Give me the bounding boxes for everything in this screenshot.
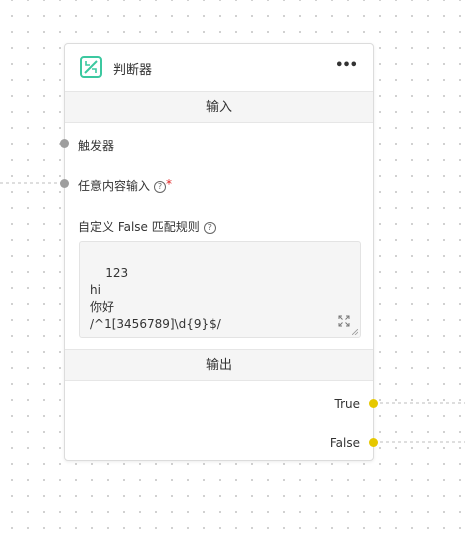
true-output-label: True bbox=[334, 397, 361, 411]
resize-grip-icon[interactable] bbox=[352, 329, 358, 335]
trigger-label: 触发器 bbox=[78, 139, 115, 153]
rules-label: 自定义 False 匹配规则 bbox=[78, 220, 200, 234]
content-input-label: 任意内容输入 bbox=[78, 179, 151, 193]
node-title: 判断器 bbox=[113, 63, 153, 78]
node-header[interactable]: 判断器 ••• bbox=[65, 44, 373, 91]
false-output-handle[interactable] bbox=[369, 438, 378, 447]
help-icon[interactable]: ? bbox=[203, 221, 216, 234]
more-icon[interactable]: ••• bbox=[335, 58, 358, 73]
false-rules-textarea[interactable]: 123 hi 你好 /^1[3456789]\d{9}$/ bbox=[79, 241, 361, 338]
expand-icon[interactable] bbox=[338, 315, 350, 327]
trigger-input-handle[interactable] bbox=[60, 139, 69, 148]
help-icon[interactable]: ? bbox=[154, 180, 167, 193]
true-output-handle[interactable] bbox=[369, 399, 378, 408]
required-mark: * bbox=[166, 177, 173, 191]
switch-icon bbox=[80, 56, 102, 78]
input-section-header: 输入 bbox=[65, 91, 373, 123]
content-input-handle[interactable] bbox=[60, 179, 69, 188]
condition-node[interactable]: 判断器 ••• 输入 触发器 任意内容输入?* 自定义 False 匹配规则? … bbox=[60, 43, 378, 461]
false-output-label: False bbox=[329, 436, 360, 450]
rules-label-group: 自定义 False 匹配规则? bbox=[78, 218, 216, 235]
output-section-header: 输出 bbox=[65, 349, 373, 381]
content-input-label-group: 任意内容输入?* bbox=[78, 177, 172, 194]
false-rules-value[interactable]: 123 hi 你好 /^1[3456789]\d{9}$/ bbox=[90, 266, 221, 331]
